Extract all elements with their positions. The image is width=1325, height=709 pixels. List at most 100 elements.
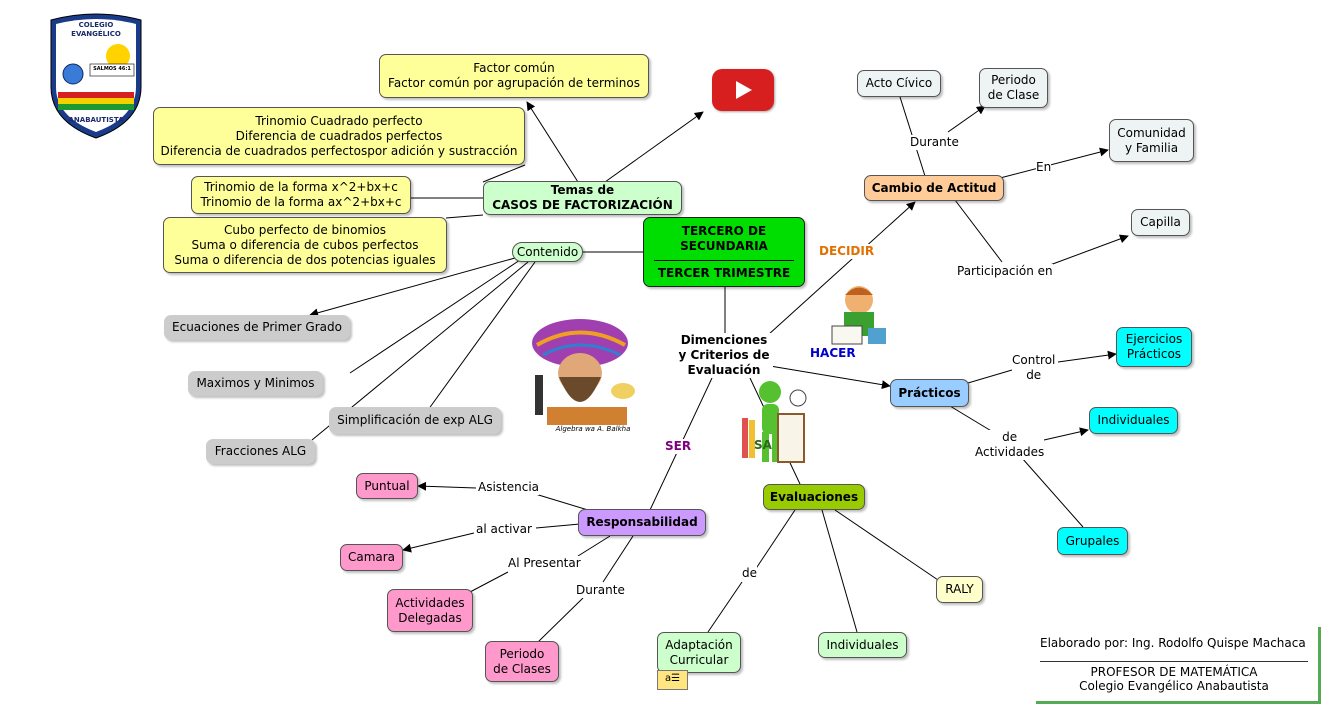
control-line2: de	[1026, 368, 1042, 382]
durante-label-2: Durante	[576, 583, 625, 598]
cambio-label: Cambio de Actitud	[871, 180, 997, 195]
factor-comun-node[interactable]: Factor común Factor común por agrupación…	[379, 54, 649, 98]
trinomio-cuadrado-line3: Diferencia de cuadrados perfectospor adi…	[160, 143, 518, 158]
scholar-illustration: Algebra wa A. Balkha	[525, 315, 640, 443]
play-icon	[736, 81, 752, 99]
central-node[interactable]: TERCERO DE SECUNDARIA TERCER TRIMESTRE	[643, 217, 805, 287]
maximos-label: Maximos y Minimos	[196, 376, 315, 390]
control-line1: Control	[1012, 353, 1056, 367]
adaptacion-node[interactable]: Adaptación Curricular	[657, 632, 741, 673]
acto-civico-node[interactable]: Acto Cívico	[857, 70, 941, 97]
logo-verse: SALMOS 46:1	[93, 66, 131, 72]
grupales-label: Grupales	[1065, 533, 1120, 548]
fracciones-label: Fracciones ALG	[214, 444, 307, 458]
reading-kid-illustration	[826, 280, 892, 354]
note-icon[interactable]: a☰	[657, 670, 688, 690]
factor-line1: Factor común	[473, 61, 555, 75]
raly-node[interactable]: RALY	[936, 576, 983, 603]
puntual-node[interactable]: Puntual	[356, 473, 418, 499]
scholar-caption: Algebra wa A. Balkha	[555, 425, 631, 433]
de-actividades-label: de Actividades	[975, 430, 1045, 460]
cubo-line2: Suma o diferencia de cubos perfectos	[191, 237, 419, 252]
practicos-label: Prácticos	[898, 385, 961, 400]
youtube-icon[interactable]	[712, 69, 774, 111]
dimensiones-label: Dimenciones y Criterios de Evaluación	[675, 333, 773, 378]
actividades-line1: Actividades	[395, 595, 465, 610]
durante-label-1: Durante	[910, 135, 959, 150]
contenido-label: Contenido	[516, 244, 579, 259]
ser-label: SER	[665, 439, 692, 454]
individuales-cyan-node[interactable]: Individuales	[1089, 407, 1178, 434]
logo-line2: EVANGÉLICO	[71, 30, 121, 38]
grupales-node[interactable]: Grupales	[1057, 527, 1128, 555]
simplificacion-label: Simplificación de exp ALG	[337, 413, 493, 427]
dimensiones-line2: y Criterios de	[678, 348, 770, 362]
trinomio-cuadrado-line1: Trinomio Cuadrado perfecto	[255, 113, 423, 128]
green-figure-image	[742, 381, 807, 463]
simplificacion-node[interactable]: Simplificación de exp ALG	[329, 407, 501, 434]
maximos-node[interactable]: Maximos y Minimos	[188, 371, 323, 396]
capilla-node[interactable]: Capilla	[1131, 209, 1190, 236]
hacer-label: HACER	[810, 346, 856, 361]
acto-label: Acto Cívico	[865, 76, 933, 90]
en-label: En	[1036, 160, 1052, 175]
cambio-actitud-node[interactable]: Cambio de Actitud	[864, 175, 1004, 201]
asistencia-label: Asistencia	[478, 480, 540, 495]
ejercicios-line2: Prácticos	[1126, 347, 1182, 361]
central-line3: TERCER TRIMESTRE	[657, 265, 791, 280]
trinomio-forma-node[interactable]: Trinomio de la forma x^2+bx+c Trinomio d…	[191, 176, 411, 214]
cubo-line3: Suma o diferencia de dos potencias igual…	[174, 252, 436, 267]
dimensiones-line1: Dimenciones	[680, 333, 768, 347]
al-presentar-label: Al Presentar	[508, 556, 581, 571]
logo-line1: COLEGIO	[78, 21, 114, 29]
author-line: Elaborado por: Ing. Rodolfo Quispe Macha…	[1040, 636, 1306, 650]
practicos-node[interactable]: Prácticos	[890, 379, 969, 407]
al-activar-label: al activar	[476, 522, 532, 537]
responsabilidad-node[interactable]: Responsabilidad	[578, 509, 706, 536]
periodo-clases-line1: Periodo	[499, 646, 545, 661]
adaptacion-line1: Adaptación	[665, 637, 733, 652]
comunidad-line2: y Familia	[1124, 140, 1179, 155]
periodo-clase-line2: de Clase	[987, 88, 1040, 102]
camara-label: Camara	[347, 550, 396, 564]
periodo-clase-line1: Periodo	[991, 73, 1036, 87]
cubo-line1: Cubo perfecto de binomios	[223, 222, 387, 237]
ejercicios-node[interactable]: Ejercicios Prácticos	[1116, 327, 1192, 367]
periodo-clases-line2: de Clases	[493, 661, 551, 676]
ecuaciones-label: Ecuaciones de Primer Grado	[172, 320, 342, 334]
individuales-green-node[interactable]: Individuales	[818, 632, 907, 658]
actividades-delegadas-node[interactable]: Actividades Delegadas	[387, 589, 473, 632]
camara-node[interactable]: Camara	[340, 544, 403, 571]
decidir-label: DECIDIR	[819, 244, 875, 259]
dimensiones-line3: Evaluación	[687, 363, 761, 377]
periodo-clases-node[interactable]: Periodo de Clases	[485, 641, 559, 682]
actividades-line2: Delegadas	[398, 610, 462, 625]
author-box: Elaborado por: Ing. Rodolfo Quispe Macha…	[1036, 627, 1321, 704]
role-line: PROFESOR DE MATEMÁTICA	[1090, 665, 1258, 679]
author-divider	[1040, 661, 1308, 662]
control-label: Control de	[1012, 353, 1056, 383]
comunidad-node[interactable]: Comunidad y Familia	[1109, 119, 1194, 162]
contenido-node[interactable]: Contenido	[512, 242, 583, 262]
green-figure-illustration: SA	[740, 378, 810, 466]
reading-kid-image	[831, 286, 886, 345]
cubo-perfecto-node[interactable]: Cubo perfecto de binomios Suma o diferen…	[163, 217, 447, 273]
trinomio-cuadrado-line2: Diferencia de cuadrados perfectos	[235, 128, 443, 143]
temas-line1: Temas de	[550, 183, 615, 197]
evaluaciones-node[interactable]: Evaluaciones	[763, 484, 865, 510]
trinomio-cuadrado-node[interactable]: Trinomio Cuadrado perfecto Diferencia de…	[153, 107, 525, 165]
periodo-clase-node[interactable]: Periodo de Clase	[979, 68, 1048, 108]
temas-line2: CASOS DE FACTORIZACIÓN	[492, 198, 673, 212]
scholar-image	[532, 319, 635, 425]
shield-logo-graphic	[50, 13, 142, 139]
central-line1: TERCERO DE	[681, 223, 767, 238]
temas-node[interactable]: Temas de CASOS DE FACTORIZACIÓN	[483, 181, 682, 215]
trinomio-forma-line2: Trinomio de la forma ax^2+bx+c	[200, 195, 402, 209]
ecuaciones-node[interactable]: Ecuaciones de Primer Grado	[164, 315, 350, 340]
school-line: Colegio Evangélico Anabautista	[1079, 679, 1269, 693]
fracciones-node[interactable]: Fracciones ALG	[206, 439, 315, 464]
trinomio-forma-line1: Trinomio de la forma x^2+bx+c	[204, 180, 398, 194]
factor-line2: Factor común por agrupación de terminos	[388, 76, 640, 90]
adaptacion-line2: Curricular	[669, 652, 729, 667]
